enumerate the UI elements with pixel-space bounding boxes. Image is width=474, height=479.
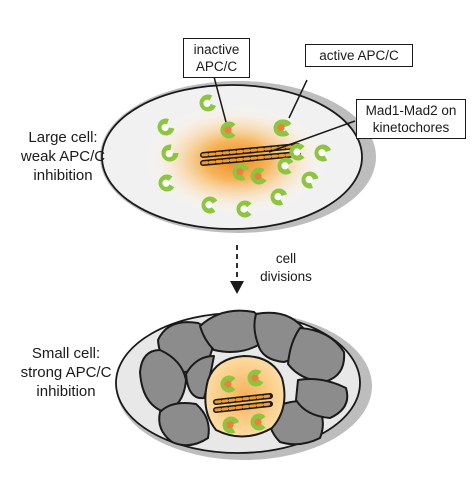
blastomeres	[139, 309, 349, 447]
arrow-label-line1: cell	[275, 251, 297, 266]
inactive-apc-callout-line2: APC/C	[195, 59, 238, 74]
mad1-mad2-callout: Mad1-Mad2 on kinetochores	[356, 99, 466, 139]
small-cell-label-line1: Small cell:	[31, 345, 101, 362]
active-apc-callout-text: active APC/C	[319, 48, 399, 63]
callout-lines	[212, 72, 356, 153]
inactive-apc-group-large	[220, 119, 290, 185]
arrow-label: cell divisions	[250, 250, 322, 286]
large-cell-label-line3: inhibition	[33, 167, 93, 184]
active-apc-callout: active APC/C	[305, 44, 413, 67]
small-cell-label-line3: inhibition	[36, 383, 96, 400]
inactive-apc-small-3	[222, 416, 239, 434]
inactive-apc-2	[232, 163, 249, 181]
inactive-apc-group-small	[220, 369, 266, 434]
callout-line-active	[288, 79, 308, 119]
active-apc-7	[236, 200, 252, 218]
inactive-apc-callout: inactive APC/C	[183, 38, 250, 78]
active-apc-1	[157, 118, 175, 136]
active-apc-12	[277, 157, 294, 175]
active-apc-5	[158, 174, 175, 192]
active-apc-4	[161, 144, 179, 162]
small-cell-label-line2: strong APC/C	[20, 364, 112, 381]
large-cell-label-line2: weak APC/C	[20, 148, 106, 165]
embryo	[115, 309, 372, 460]
inactive-apc-1	[220, 121, 236, 139]
inactive-apc-small-2	[247, 369, 264, 387]
arrow-label-line2: divisions	[260, 269, 312, 284]
division-arrow	[230, 245, 244, 294]
small-cell-chromosomes	[213, 393, 273, 413]
active-apc-9	[301, 171, 319, 189]
callout-line-inactive	[212, 72, 227, 123]
active-apc-11	[289, 143, 305, 161]
inactive-apc-3	[250, 167, 267, 185]
mad1-mad2-callout-line2: kinetochores	[372, 120, 450, 135]
inactive-apc-callout-line1: inactive	[193, 42, 240, 57]
inactive-apc-4	[273, 119, 290, 137]
inactive-apc-small-1	[220, 375, 236, 393]
active-apc-10	[314, 144, 331, 162]
small-cell-label: Small cell: strong APC/C inhibition	[4, 344, 128, 401]
large-cell-label-line1: Large cell:	[28, 129, 98, 146]
active-apc-2	[199, 94, 216, 112]
callout-line-mad	[268, 120, 356, 153]
blastomere-6	[158, 402, 210, 447]
chromosome-arm-2-marks	[201, 152, 300, 165]
inactive-apc-small-4	[250, 413, 266, 431]
mad1-mad2-callout-line1: Mad1-Mad2 on	[365, 103, 457, 118]
large-cell-label: Large cell: weak APC/C inhibition	[4, 128, 122, 185]
active-apc-8	[270, 188, 287, 206]
blastomere-8	[295, 378, 349, 419]
active-apc-6	[201, 196, 218, 214]
